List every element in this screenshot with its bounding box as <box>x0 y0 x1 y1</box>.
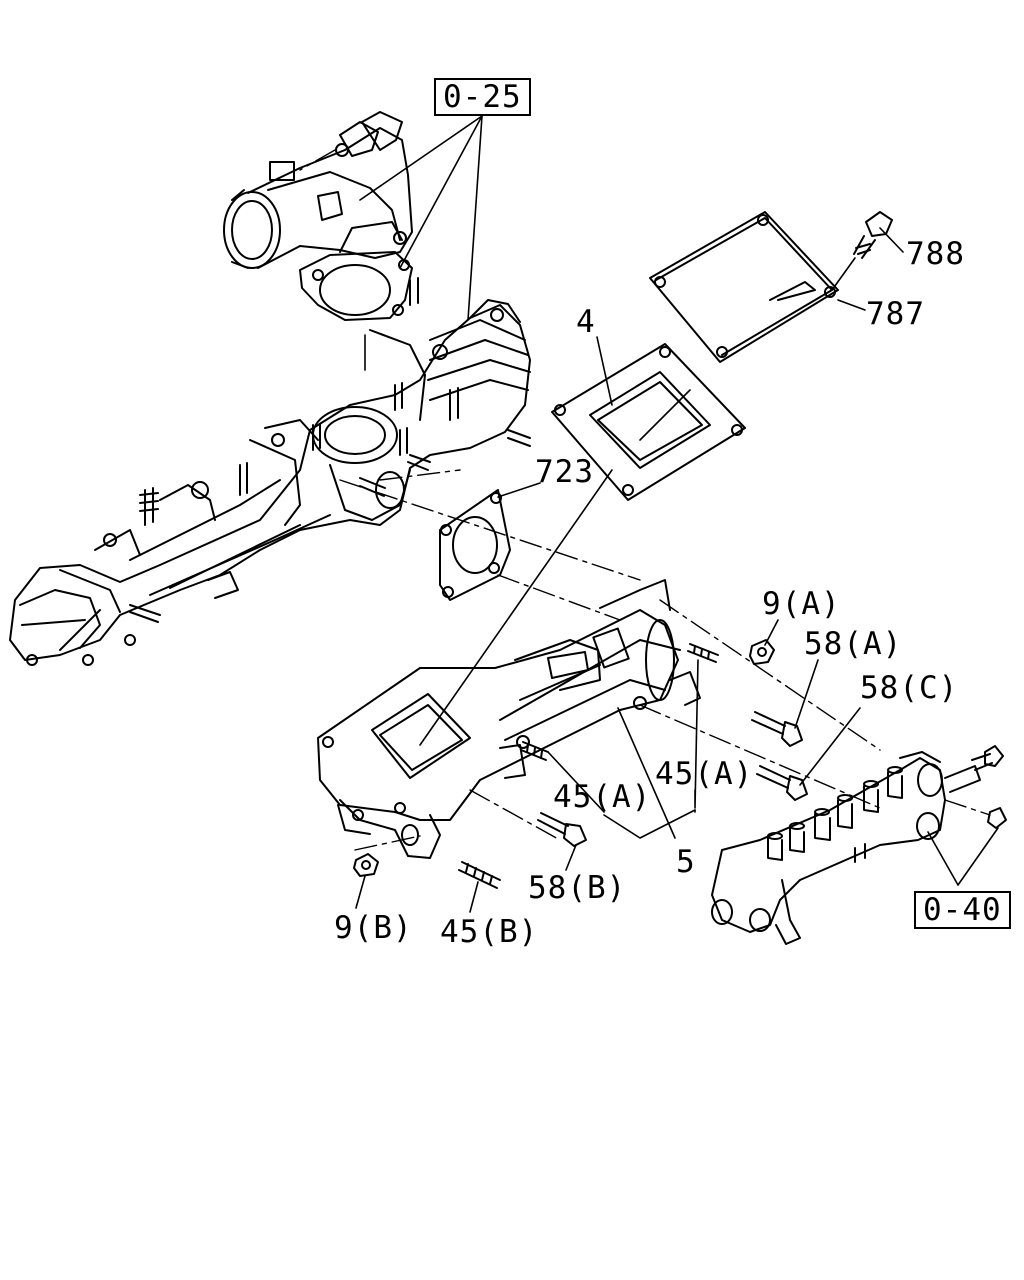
part-callout-9b: 9(B) <box>334 910 413 946</box>
fuel-rail <box>711 745 1007 945</box>
egr-cooler <box>317 579 701 859</box>
bolt-788 <box>853 211 893 259</box>
part-callout-9a: 9(A) <box>762 586 841 622</box>
gasket-723 <box>439 489 511 601</box>
part-callout-45a-lower: 45(A) <box>553 779 652 815</box>
part-callout-45b: 45(B) <box>440 914 539 950</box>
leader-lines <box>355 115 999 913</box>
cover-plate <box>649 211 839 363</box>
center-lines <box>299 149 991 851</box>
part-callout-58c: 58(C) <box>860 670 959 706</box>
part-callout-788: 788 <box>906 236 965 272</box>
reference-callout-0-40[interactable]: 0-40 <box>914 891 1011 929</box>
part-callout-787: 787 <box>866 296 925 332</box>
throttle-body <box>223 111 413 269</box>
part-callout-4: 4 <box>576 304 596 340</box>
gasket-4 <box>551 343 746 501</box>
intake-manifold <box>9 277 531 666</box>
fasteners <box>353 639 808 889</box>
part-callout-5: 5 <box>676 844 696 880</box>
part-callout-58a: 58(A) <box>804 626 903 662</box>
part-callout-723: 723 <box>535 454 594 490</box>
part-callout-45a-upper: 45(A) <box>655 756 754 792</box>
part-callout-58b: 58(B) <box>528 870 627 906</box>
throttle-gasket <box>299 251 413 321</box>
reference-callout-0-25[interactable]: 0-25 <box>434 78 531 116</box>
